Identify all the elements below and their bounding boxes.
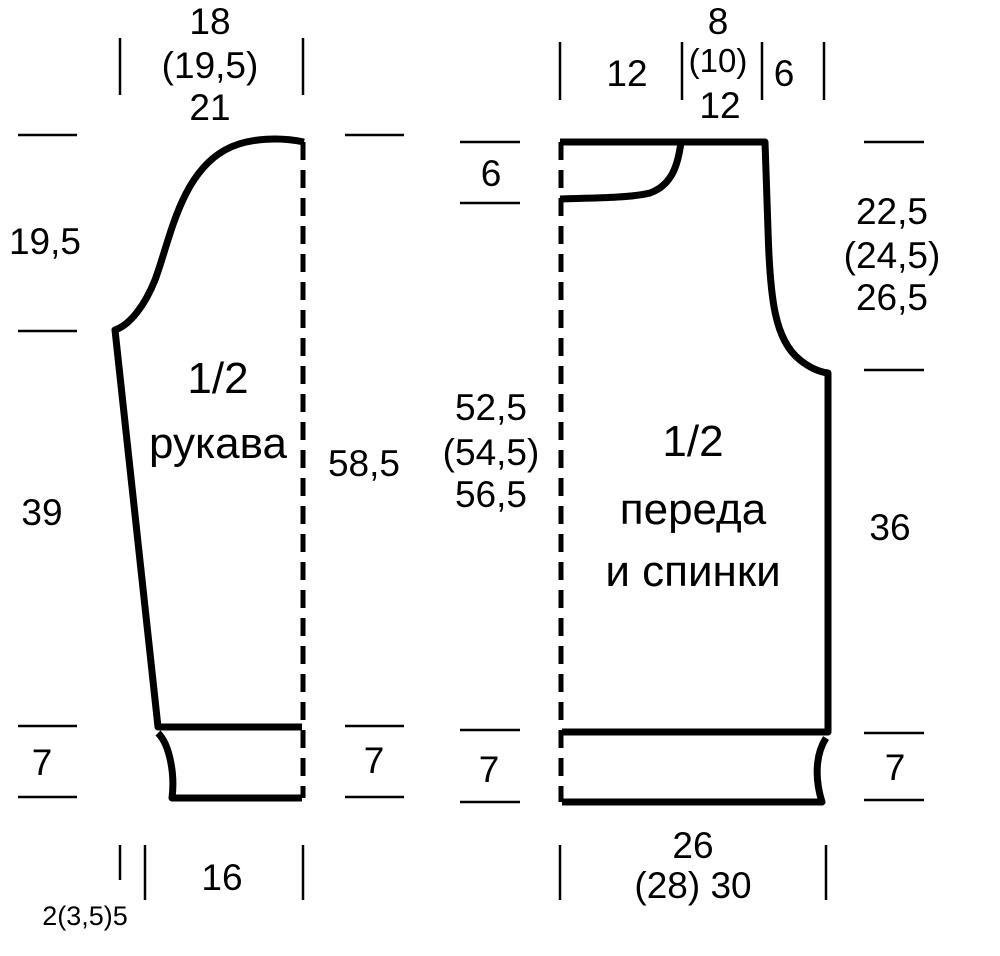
sleeve-piece: 1/2 рукава 18 (19,5) 21 19,5 39 7 58,5 7… [9,1,404,931]
sleeve-full-length: 58,5 [328,443,400,484]
body-title-fraction: 1/2 [662,417,723,466]
sleeve-top-width-3: 21 [189,87,230,128]
body-neckline [559,141,685,203]
body-neck-width-2: (10) [689,42,748,79]
sleeve-top-width-1: 18 [189,1,230,42]
sleeve-cuff-height-right: 7 [364,740,385,781]
sleeve-title-label: рукава [149,419,288,468]
sleeve-outline [111,135,305,731]
body-armhole-2: (24,5) [844,235,941,276]
sleeve-length: 39 [21,492,62,533]
sleeve-bottom-offset: 2(3,5)5 [42,901,128,931]
sleeve-cap-height: 19,5 [9,221,81,262]
sleeve-top-width-2: (19,5) [162,45,259,86]
sleeve-cuff-height-left: 7 [32,742,53,783]
sleeve-bottom-width: 16 [201,857,242,898]
body-shoulder-right: 6 [774,53,795,94]
body-neck-depth: 6 [481,153,502,194]
body-bottom-width-2: (28) 30 [634,865,751,906]
body-band-outline [562,736,830,806]
body-neck-width-1: 8 [708,1,729,42]
body-side-length: 36 [869,507,910,548]
body-bottom-width-1: 26 [672,825,713,866]
body-title-label-1: переда [620,485,767,534]
body-title-label-2: и спинки [605,547,780,596]
body-band-height-right: 7 [885,747,906,788]
body-full-length-2: (54,5) [443,432,540,473]
body-armhole-1: 22,5 [856,191,928,232]
body-band-height-left: 7 [479,749,500,790]
sleeve-title-fraction: 1/2 [187,354,248,403]
body-piece: 1/2 переда и спинки 8 (10) 12 12 6 6 52,… [443,1,941,906]
body-full-length-1: 52,5 [455,387,527,428]
sleeve-cuff-outline [155,730,302,802]
body-shoulder-left: 12 [606,53,647,94]
body-armhole-3: 26,5 [856,277,928,318]
body-full-length-3: 56,5 [455,474,527,515]
body-outline [560,138,832,736]
body-neck-width-3: 12 [699,85,740,126]
